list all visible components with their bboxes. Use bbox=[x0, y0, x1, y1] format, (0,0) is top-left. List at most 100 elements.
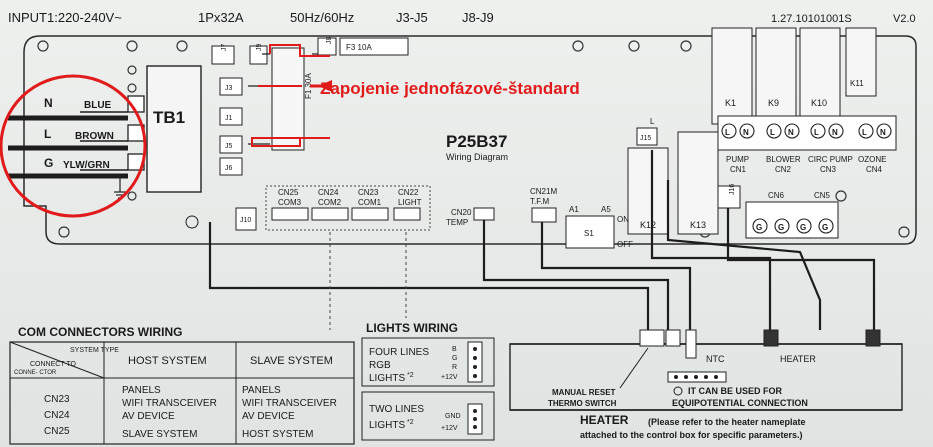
connector-cn24: CN24 bbox=[44, 410, 70, 421]
relay-k1: K1 bbox=[725, 98, 736, 108]
heater-label: HEATER bbox=[780, 354, 816, 364]
connector-cn25: CN25 bbox=[44, 426, 70, 437]
cn6-label: CN6 bbox=[768, 191, 785, 200]
equipotential-1: IT CAN BE USED FOR bbox=[688, 386, 783, 396]
four-lines-1: FOUR LINES bbox=[369, 347, 429, 358]
tb1-l-color: BROWN bbox=[75, 131, 114, 142]
fuse-f1: F1 30A bbox=[304, 73, 313, 99]
slave-item-4: HOST SYSTEM bbox=[242, 429, 314, 440]
tb1-n-letter: N bbox=[44, 96, 53, 110]
system-type-label: SYSTEM TYPE bbox=[70, 347, 119, 354]
board-outline bbox=[23, 35, 917, 245]
slave-item-3: AV DEVICE bbox=[242, 411, 295, 422]
four-lines-3: LIGHTS bbox=[369, 373, 405, 384]
slave-system-header: SLAVE SYSTEM bbox=[250, 355, 333, 367]
jumper-j6: J6 bbox=[225, 165, 233, 172]
pin2-12v: +12V bbox=[441, 425, 458, 432]
cn4-label: CN4 bbox=[866, 165, 883, 174]
relay-k11: K11 bbox=[850, 79, 864, 88]
tfm-label: T.F.M bbox=[530, 197, 549, 206]
input-voltage: INPUT1:220-240V~ bbox=[8, 10, 122, 25]
com-table-title: COM CONNECTORS WIRING bbox=[18, 325, 182, 339]
cn6-g1: G bbox=[756, 223, 762, 232]
tb1-g-color: YLW/GRN bbox=[63, 160, 110, 171]
a1-label: A1 bbox=[569, 205, 579, 214]
pin-12v: +12V bbox=[441, 374, 458, 381]
two-lines-1: TWO LINES bbox=[369, 404, 424, 415]
s1-label: S1 bbox=[584, 229, 594, 238]
com-connectors: CN25 COM3 CN24 COM2 CN23 COM1 CN22 LIGHT… bbox=[265, 185, 633, 249]
cn5-g1: G bbox=[800, 223, 806, 232]
cn24-label: CN24 bbox=[318, 188, 339, 197]
phase-rating: 1Px32A bbox=[198, 10, 244, 25]
relay-k12: K12 bbox=[640, 220, 656, 230]
j15-l-label: L bbox=[650, 117, 655, 126]
cn5-g2: G bbox=[822, 223, 828, 232]
com1-label: COM1 bbox=[358, 198, 382, 207]
version-code: 1.27.10101001S bbox=[771, 13, 852, 25]
ntc-label: NTC bbox=[706, 354, 725, 364]
host-item-4: SLAVE SYSTEM bbox=[122, 429, 197, 440]
ground-icon bbox=[673, 386, 683, 396]
fuse-f3: F3 10A bbox=[346, 43, 372, 52]
cn1-label: CN1 bbox=[730, 165, 747, 174]
ozone-label: OZONE bbox=[858, 155, 886, 164]
frequency: 50Hz/60Hz bbox=[290, 10, 354, 25]
terminal-block-tb1: TB1 N BLUE L BROWN G YLW/GRN bbox=[8, 65, 202, 199]
relay-k9: K9 bbox=[768, 98, 779, 108]
jumper-j8-j9: J8-J9 bbox=[462, 10, 494, 25]
heater-terminal-1 bbox=[763, 329, 779, 347]
tb1-l-letter: L bbox=[44, 127, 51, 141]
heater-note-2: attached to the control box for specific… bbox=[580, 430, 803, 440]
version: V2.0 bbox=[893, 13, 916, 25]
jumper-j3-j5: J3-J5 bbox=[396, 10, 428, 25]
switch-off: OFF bbox=[617, 240, 633, 249]
ntc-sensor bbox=[685, 329, 697, 359]
heater-terminal-2 bbox=[865, 329, 881, 347]
light-label: LIGHT bbox=[398, 198, 422, 207]
wire-runs bbox=[208, 150, 876, 330]
lights-title: LIGHTS WIRING bbox=[366, 321, 458, 335]
host-system-header: HOST SYSTEM bbox=[128, 355, 207, 367]
jumper-j8: J8 bbox=[326, 37, 333, 45]
two-lines-sup: *2 bbox=[407, 419, 414, 426]
relay-k13: K13 bbox=[690, 220, 706, 230]
heater-bottom-label: HEATER bbox=[580, 413, 629, 427]
two-lines-2: LIGHTS bbox=[369, 420, 405, 431]
switch-on: ON bbox=[617, 215, 629, 224]
relay-k10: K10 bbox=[811, 98, 827, 108]
cn3-n: N bbox=[832, 128, 838, 137]
connector-label: CONNE- CTOR bbox=[14, 370, 57, 376]
heater: NTC HEATER MANUAL RESET THERMO SWITCH IT… bbox=[509, 329, 903, 440]
ground-icon bbox=[185, 215, 199, 229]
four-lines-2: RGB bbox=[369, 360, 391, 371]
cn4-n: N bbox=[880, 128, 886, 137]
cn2-l: L bbox=[770, 128, 775, 137]
jumper-j7: J7 bbox=[221, 44, 228, 52]
equipotential-2: EQUIPOTENTIAL CONNECTION bbox=[672, 398, 808, 408]
relay-block: K1 K9 K10 K11 K12 K13 J15 L J16 J10 bbox=[185, 27, 877, 235]
jumper-j9: J9 bbox=[256, 44, 263, 52]
thermo-switch bbox=[639, 329, 665, 347]
jumper-j10: J10 bbox=[240, 217, 251, 224]
temp-label: TEMP bbox=[446, 218, 468, 227]
slave-item-2: WIFI TRANSCEIVER bbox=[242, 398, 337, 409]
jumper-j5: J5 bbox=[225, 143, 233, 150]
pin-r: R bbox=[452, 364, 457, 371]
highlight-circle bbox=[0, 74, 147, 218]
host-item-2: WIFI TRANSCEIVER bbox=[122, 398, 217, 409]
lights-wiring: LIGHTS WIRING FOUR LINES RGB LIGHTS *2 B… bbox=[361, 321, 495, 441]
cn1-l: L bbox=[725, 128, 730, 137]
cn1-n: N bbox=[743, 128, 749, 137]
jumper-j3: J3 bbox=[225, 85, 233, 92]
jumper-area: J7 J9 J8 F3 10A F1 30A J3 J1 J5 J6 bbox=[211, 37, 409, 176]
cn2-n: N bbox=[788, 128, 794, 137]
annotation-text: Zapojenie jednofázové-štandard bbox=[320, 79, 580, 98]
tb1-label: TB1 bbox=[153, 108, 185, 127]
pin-gnd: GND bbox=[445, 413, 461, 420]
manual-reset-1: MANUAL RESET bbox=[552, 388, 616, 397]
pump-label: PUMP bbox=[726, 155, 749, 164]
tb1-g-letter: G bbox=[44, 156, 53, 170]
board-subtitle: Wiring Diagram bbox=[446, 152, 508, 162]
